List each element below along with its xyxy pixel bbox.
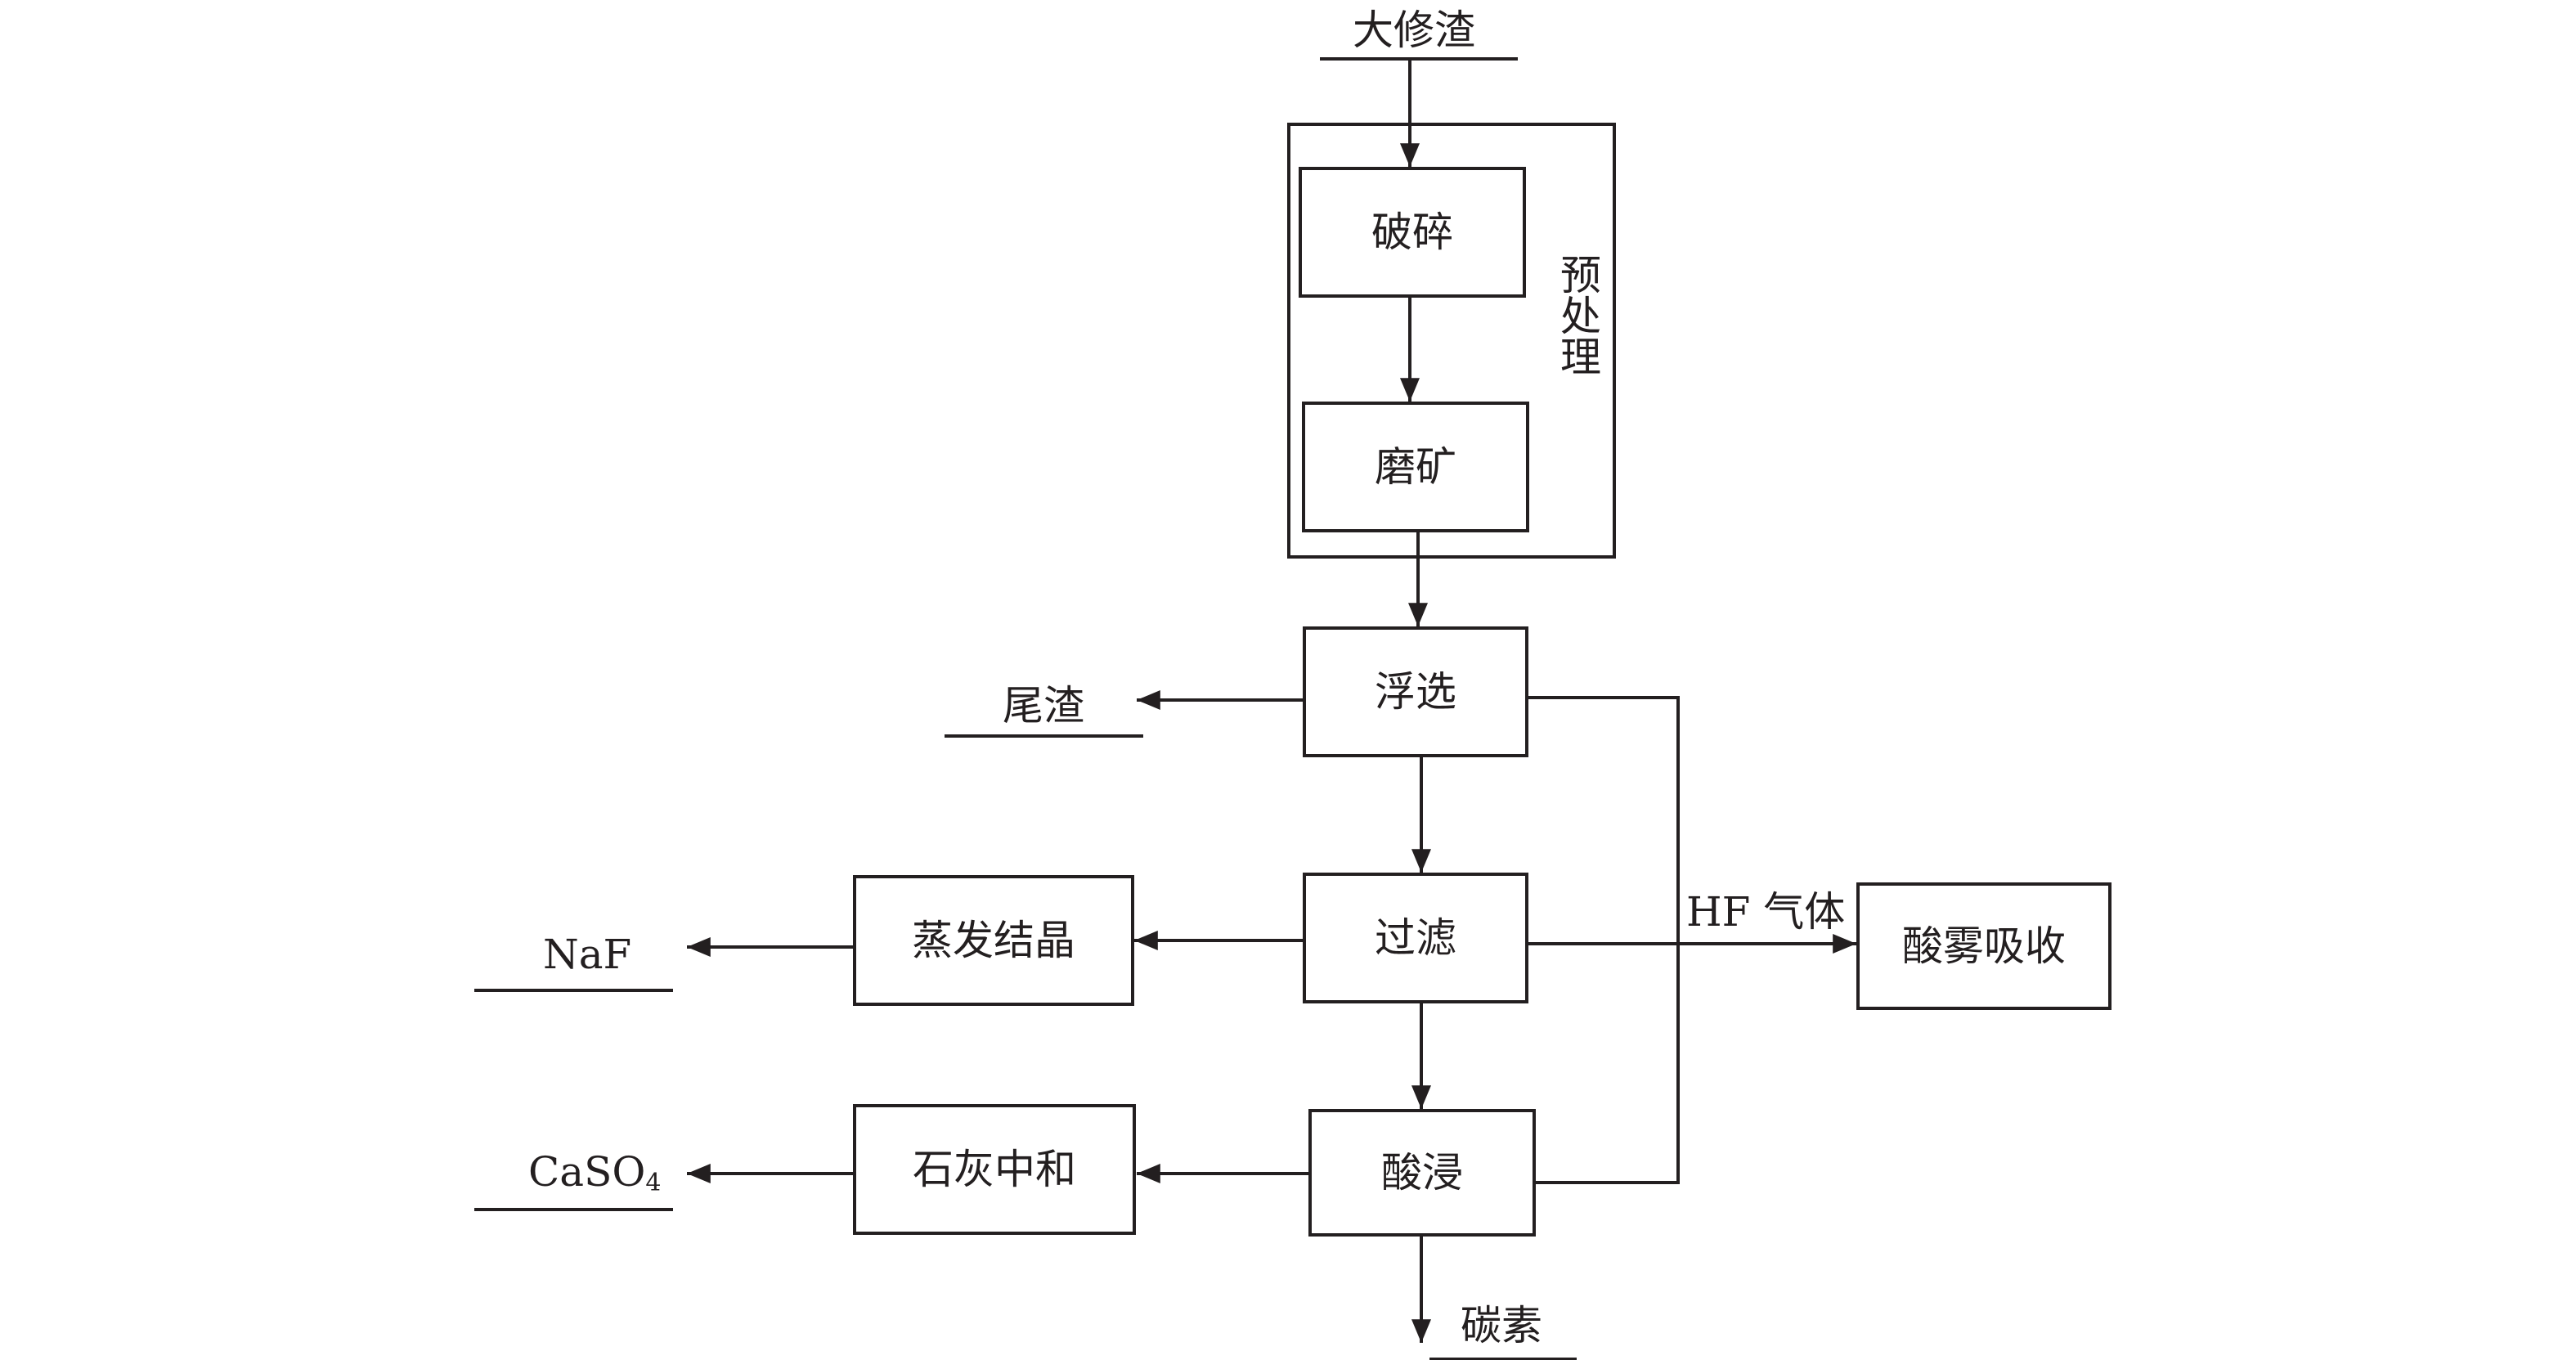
pretreatment-group [1287,123,1616,559]
raw-material-label: 大修渣 [1353,7,1475,54]
acid-leaching-box: 酸浸 [1308,1109,1536,1237]
evaporation-box: 蒸发结晶 [853,875,1134,1006]
hf-gas-label: HF 气体 [1686,888,1846,936]
naf-label: NaF [543,931,632,978]
acid-leaching-label: 酸浸 [1381,1149,1463,1196]
flotation-label: 浮选 [1375,668,1456,716]
flotation-box: 浮选 [1303,626,1528,757]
caso4-label: CaSO4 [528,1151,661,1196]
crushing-label: 破碎 [1371,209,1453,256]
acid-mist-absorption-label: 酸雾吸收 [1902,922,2066,970]
hf-line-flotation [1525,696,1680,1184]
crushing-box: 破碎 [1299,167,1526,298]
filtration-label: 过滤 [1375,914,1456,962]
pretreatment-label: 预处理 [1554,254,1601,376]
tailings-label: 尾渣 [1003,682,1084,729]
evaporation-label: 蒸发结晶 [912,917,1075,964]
caso4-subscript: 4 [645,1169,662,1197]
caso4-main: CaSO [528,1148,646,1196]
neutralization-label: 石灰中和 [913,1146,1076,1193]
filtration-box: 过滤 [1303,873,1528,1003]
grinding-label: 磨矿 [1375,443,1456,491]
grinding-box: 磨矿 [1302,402,1529,532]
acid-mist-absorption-box: 酸雾吸收 [1856,882,2112,1010]
carbon-label: 碳素 [1461,1302,1542,1349]
neutralization-box: 石灰中和 [853,1104,1136,1235]
